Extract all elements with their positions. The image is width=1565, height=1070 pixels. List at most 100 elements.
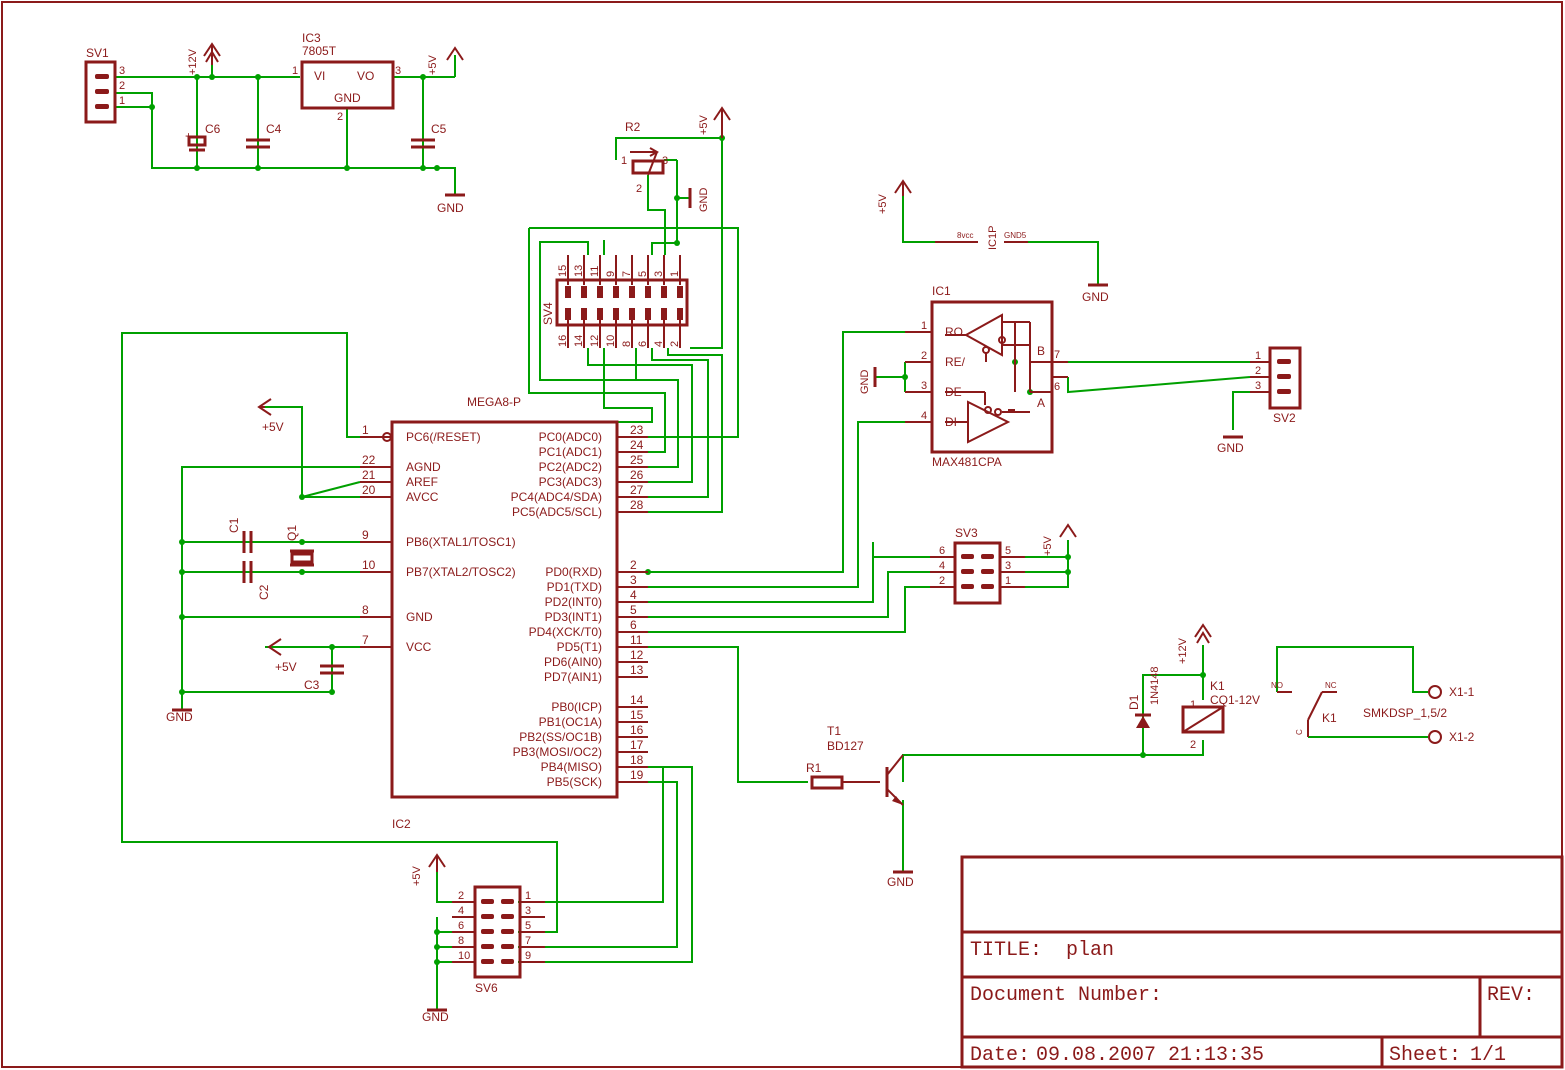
r1-label: R1 bbox=[806, 761, 822, 775]
power-section: SV1 3 2 1 +12V C6 + C4 IC3 7805T VI VO G… bbox=[84, 31, 465, 215]
mcu-right-pin-number: 27 bbox=[630, 483, 644, 497]
svg-text:C: C bbox=[1295, 729, 1304, 735]
mcu-right-pin-number: 2 bbox=[630, 558, 637, 572]
sv4-pin-label-bottom: 12 bbox=[589, 335, 601, 347]
sv4-pin-label-bottom: 14 bbox=[573, 335, 585, 347]
sv4-pin-label-bottom: 4 bbox=[653, 341, 665, 347]
sv6-label: SV6 bbox=[475, 981, 498, 995]
left-gnd: GND bbox=[166, 710, 193, 724]
title-value: plan bbox=[1066, 939, 1114, 962]
p5v-top-label: +5V bbox=[262, 420, 284, 434]
sv3-pin-right bbox=[981, 584, 994, 589]
sv3-p5v: +5V bbox=[1042, 535, 1054, 556]
sv4-pin-label-bottom: 6 bbox=[637, 341, 649, 347]
sv3-pin-label-right: 1 bbox=[1005, 575, 1011, 587]
rev-label: REV: bbox=[1487, 984, 1535, 1007]
mcu-part: MEGA8-P bbox=[467, 395, 521, 409]
mcu-right-pin-name: PB2(SS/OC1B) bbox=[519, 730, 602, 744]
mcu-right-pin-name: PD3(INT1) bbox=[545, 610, 602, 624]
sv4-pin-bottom bbox=[597, 308, 603, 320]
svg-text:2: 2 bbox=[1255, 365, 1261, 377]
mcu-right-pin-name: PC3(ADC3) bbox=[539, 475, 602, 489]
p5v-vcc-label: +5V bbox=[275, 660, 297, 674]
ic1p-p5v: +5V bbox=[877, 193, 889, 214]
mcu-right-pin-name: PB1(OC1A) bbox=[539, 715, 602, 729]
ic1-pin-number: 2 bbox=[921, 350, 927, 362]
mcu-right-pin-name: PC5(ADC5/SCL) bbox=[512, 505, 602, 519]
svg-text:VO: VO bbox=[357, 69, 374, 83]
sv4-pin-bottom bbox=[629, 308, 635, 320]
svg-text:1: 1 bbox=[1255, 350, 1261, 362]
sv3-pin-left bbox=[961, 584, 974, 589]
x1-2-terminal bbox=[1428, 730, 1442, 744]
ic1p-gnd: GND bbox=[1082, 290, 1109, 304]
sv6-pin-label-right: 5 bbox=[525, 920, 531, 932]
svg-text:8vcc: 8vcc bbox=[957, 231, 973, 240]
mcu-left-pin-number: 20 bbox=[362, 483, 376, 497]
t1-gnd: GND bbox=[887, 875, 914, 889]
sv6-gnd: GND bbox=[422, 1010, 449, 1024]
sv6-pin-right bbox=[501, 929, 514, 934]
mcu-right-pin-name: PD1(TXD) bbox=[547, 580, 602, 594]
sv4-pin-bottom bbox=[661, 308, 667, 320]
terminal-label: SMKDSP_1,5/2 bbox=[1363, 706, 1447, 720]
sv6-pin-label-right: 9 bbox=[525, 950, 531, 962]
mcu-left-pin-number: 1 bbox=[362, 423, 369, 437]
sv6-pin-label-right: 3 bbox=[525, 905, 531, 917]
sv4-pin-bottom bbox=[581, 308, 587, 320]
relay-p12v: +12V bbox=[1177, 637, 1189, 664]
d1-label: D1 bbox=[1127, 694, 1141, 710]
wires bbox=[115, 55, 1428, 1010]
sv3-pin-label-left: 4 bbox=[939, 560, 945, 572]
sv4-pin-top bbox=[645, 286, 651, 298]
c6-label: C6 bbox=[205, 122, 221, 136]
q1-label: Q1 bbox=[285, 525, 299, 541]
mcu-left-pin-number: 10 bbox=[362, 558, 376, 572]
mcu-left-pin-name: PB6(XTAL1/TOSC1) bbox=[406, 535, 516, 549]
relay-section: +12V D1 1N4148 K1 CQ1-12V 1 2 NO NC K1 C… bbox=[1127, 623, 1475, 751]
mcu-right-pin-number: 13 bbox=[630, 663, 644, 677]
sv4-pin-label-top: 11 bbox=[589, 266, 601, 277]
mcu-left-pin-name: GND bbox=[406, 610, 433, 624]
sv3-pin-left bbox=[961, 569, 974, 574]
ic1-pin-number: 3 bbox=[921, 380, 927, 392]
ic1-pin-name: RO bbox=[945, 325, 963, 339]
mcu-right-pin-number: 11 bbox=[630, 633, 643, 647]
svg-text:GND: GND bbox=[334, 91, 361, 105]
sv4-pin-top bbox=[629, 286, 635, 298]
sv1-connector bbox=[84, 60, 117, 124]
sheet-label: Sheet: bbox=[1389, 1044, 1461, 1067]
svg-text:1: 1 bbox=[292, 65, 298, 77]
mcu-left-pin-name: VCC bbox=[406, 640, 432, 654]
mcu-right-pin-number: 3 bbox=[630, 573, 637, 587]
sv6-pin-label-right: 7 bbox=[525, 935, 531, 947]
sv4-pin-label-top: 5 bbox=[637, 271, 649, 277]
sv4-pin-top bbox=[613, 286, 619, 298]
sv2-gnd: GND bbox=[1217, 441, 1244, 455]
mcu-right-pin-number: 26 bbox=[630, 468, 644, 482]
gnd-label-power: GND bbox=[437, 201, 464, 215]
sv3-pin-label-right: 3 bbox=[1005, 560, 1011, 572]
mcu-right-pin-number: 4 bbox=[630, 588, 637, 602]
mcu-right-pin-name: PD4(XCK/T0) bbox=[529, 625, 602, 639]
k1-label: K1 bbox=[1210, 679, 1225, 693]
sv4-label: SV4 bbox=[541, 302, 555, 325]
sv6-pin-label-left: 6 bbox=[458, 920, 464, 932]
mcu-right-pin-number: 18 bbox=[630, 753, 644, 767]
title-label: TITLE: bbox=[970, 939, 1042, 962]
svg-text:A: A bbox=[1037, 396, 1045, 410]
document-number-label: Document Number: bbox=[970, 984, 1162, 1007]
mcu-right-pin-number: 16 bbox=[630, 723, 644, 737]
ic1p-power: +5V 8vcc IC1P GND5 GND bbox=[877, 179, 1109, 304]
sv4-pin-label-top: 15 bbox=[557, 265, 569, 277]
svg-text:3: 3 bbox=[395, 65, 401, 77]
mcu-right-pin-name: PD0(RXD) bbox=[545, 565, 602, 579]
sv3-pin-label-left: 6 bbox=[939, 545, 945, 557]
svg-text:1: 1 bbox=[1190, 699, 1196, 711]
sv4-pin-label-bottom: 8 bbox=[621, 341, 633, 347]
mcu-right-pin-number: 15 bbox=[630, 708, 644, 722]
sv4-pin-top bbox=[565, 286, 571, 298]
